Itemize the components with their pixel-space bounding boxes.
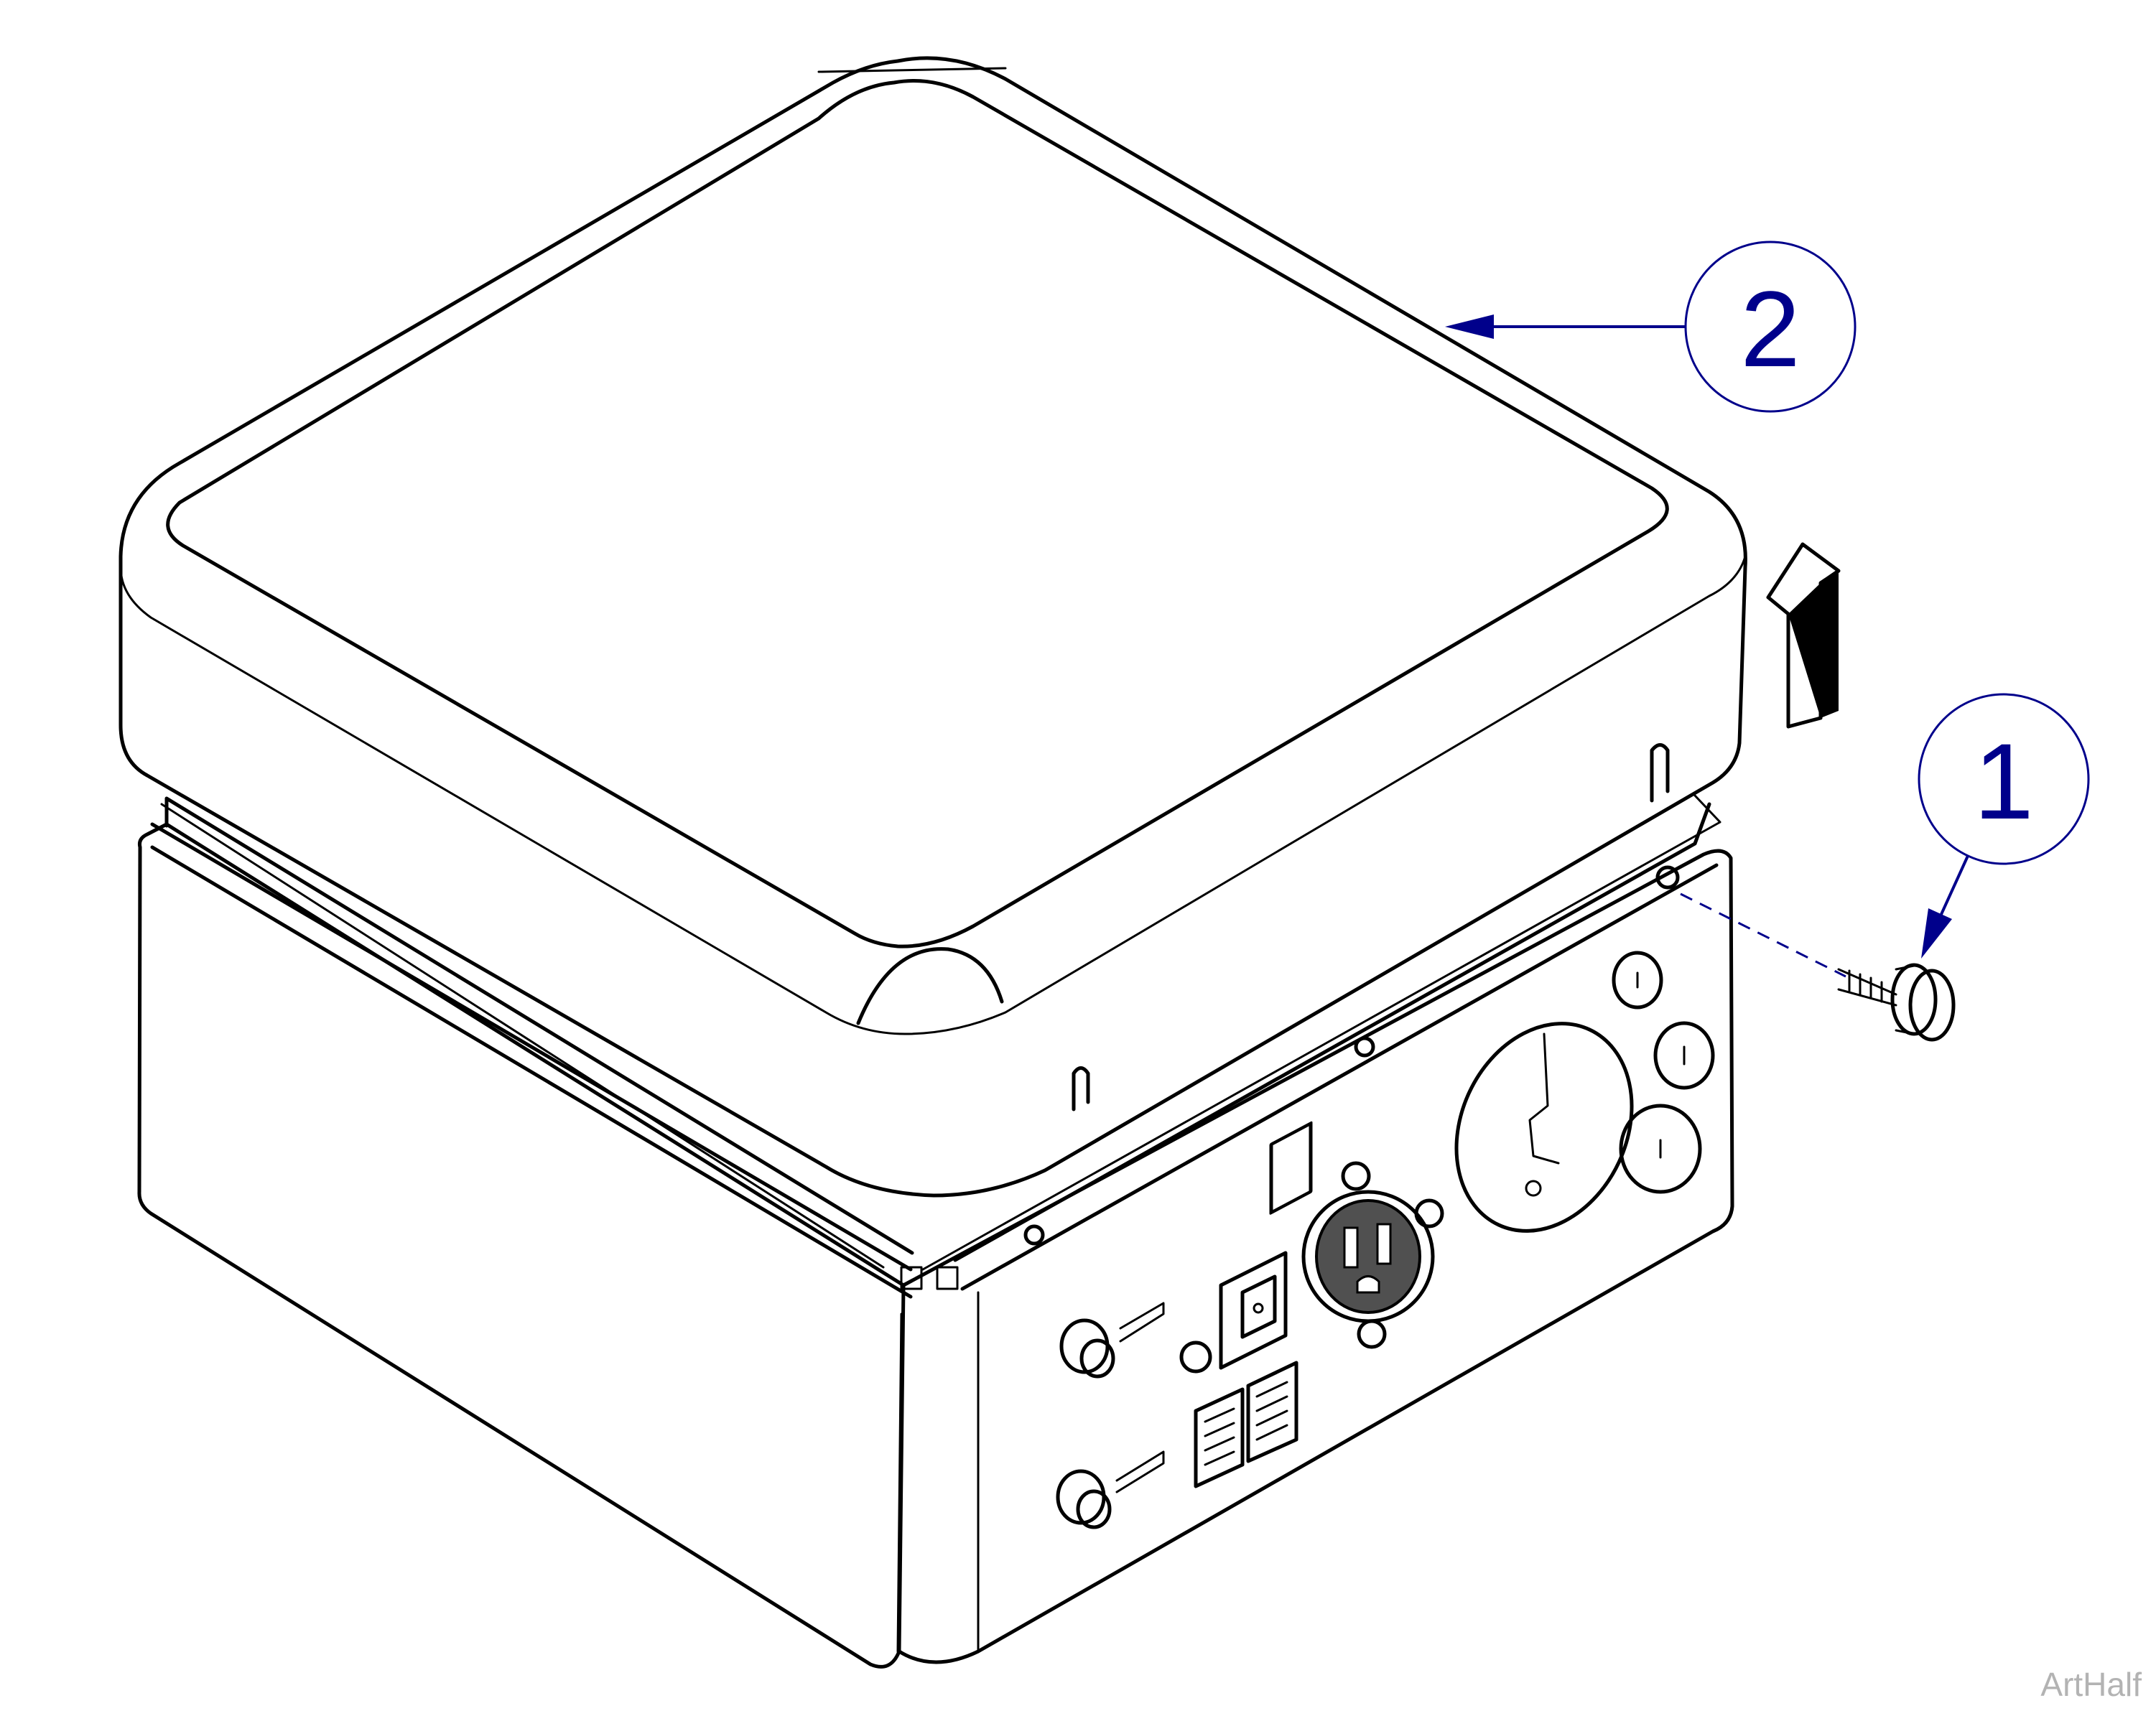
cover-front-corner [856, 947, 1004, 1025]
base-corner-edge-1 [896, 1313, 903, 1653]
alignment-line [1680, 892, 1846, 978]
knockout-plugs [1612, 951, 1715, 1194]
binding-post-upper [1059, 1302, 1165, 1379]
mounting-plate [1454, 1022, 1634, 1233]
rim-screw-left [1023, 1224, 1045, 1246]
binding-post-lower [1056, 1450, 1165, 1529]
cover-tab-right [1650, 743, 1670, 803]
rim-left-channel [150, 796, 914, 1299]
callout-1: 1 [1918, 693, 2090, 959]
rim-right-channel [953, 802, 1719, 1291]
corner-bracket-left [900, 1266, 923, 1290]
rocker-switch [1179, 1251, 1288, 1374]
base-unit [137, 794, 1734, 1669]
outlet-screw-right [1414, 1198, 1444, 1229]
callout-2: 2 [1445, 241, 1857, 413]
up-arrow-icon [1766, 542, 1841, 729]
label-plate-bottom [1194, 1361, 1298, 1488]
switch-screw [1179, 1341, 1212, 1374]
base-right-face [897, 849, 1734, 1664]
cover-outline [119, 56, 1747, 1198]
rim-screw-middle [1354, 1036, 1375, 1058]
corner-bracket-right [936, 1266, 959, 1290]
cover-tab-left [1072, 1066, 1090, 1111]
thumb-screw [1837, 963, 1956, 1042]
rim-back-channel [160, 794, 1721, 1271]
watermark-text: ArtHalf [2040, 1666, 2142, 1703]
cover [119, 56, 1747, 1198]
rim-screw-right [1655, 865, 1680, 890]
outlet-screw-top [1341, 1161, 1371, 1191]
cover-top-panel [166, 79, 1669, 948]
base-left-face [137, 822, 906, 1669]
front-panel [1056, 951, 1715, 1529]
callout-2-label: 2 [1740, 269, 1800, 389]
outlet-screw-bottom [1357, 1319, 1387, 1349]
callout-1-label: 1 [1974, 721, 2033, 841]
power-outlet [1301, 1161, 1444, 1349]
cover-top-edge [119, 67, 1747, 1035]
label-plate-top [1269, 1121, 1313, 1215]
